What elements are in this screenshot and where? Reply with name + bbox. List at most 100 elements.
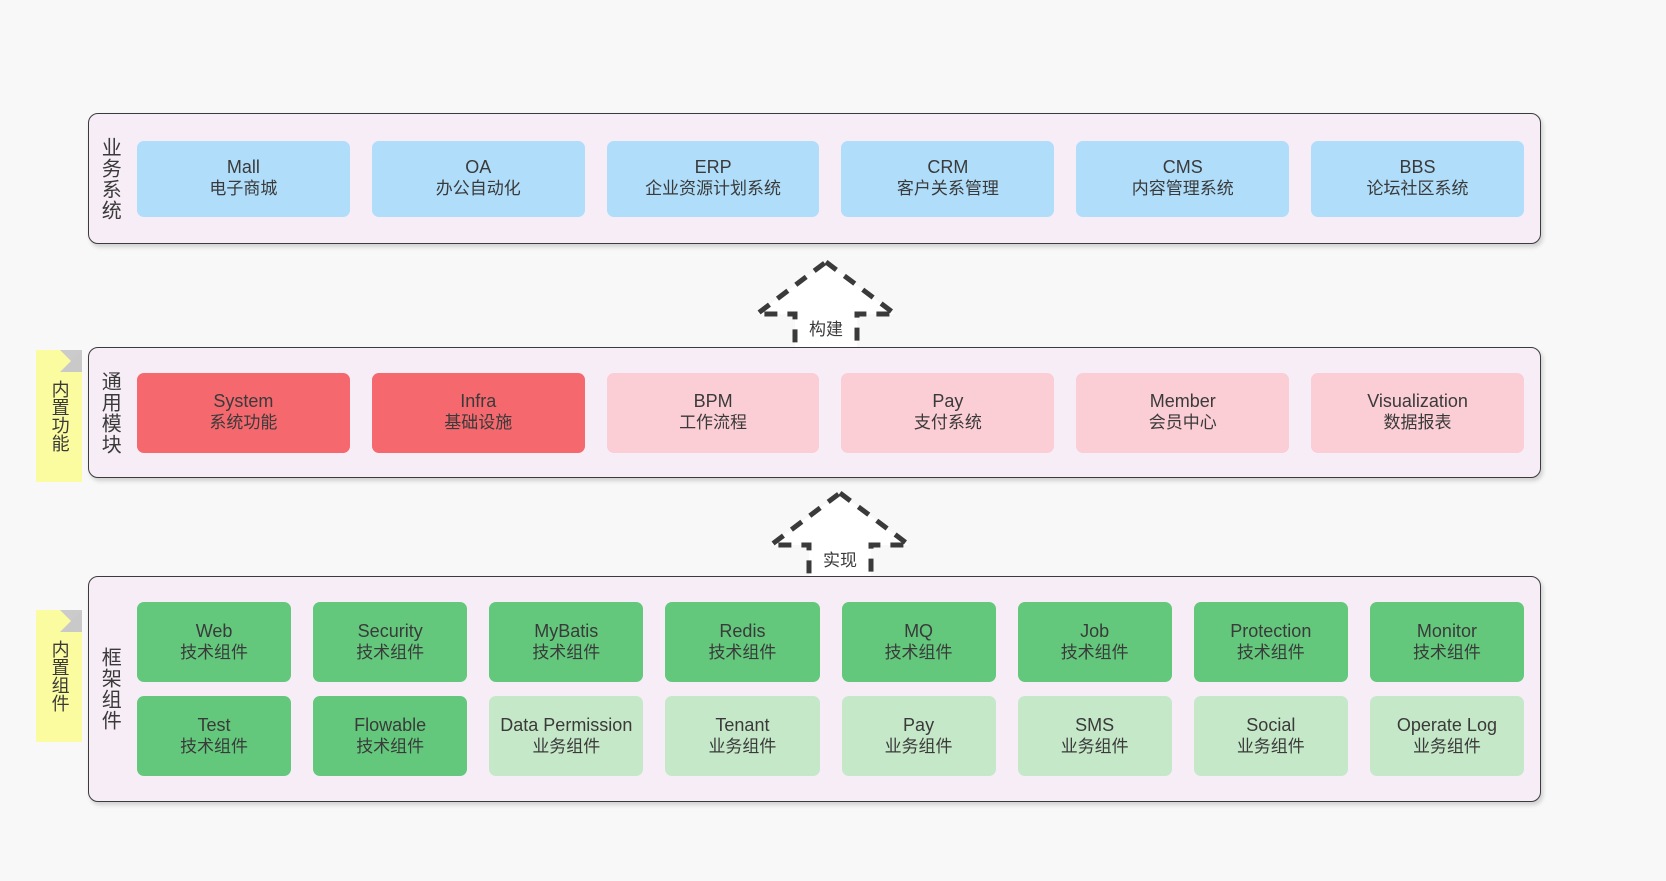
- framework-box-web-sub: 技术组件: [180, 642, 249, 662]
- business-box-oa-sub: 办公自动化: [435, 179, 521, 199]
- framework-box-protection-sub: 技术组件: [1236, 642, 1305, 662]
- arrow-implement-icon: [765, 489, 915, 584]
- framework-box-pay-name: Pay: [903, 714, 935, 735]
- framework-box-flowable-name: Flowable: [354, 714, 427, 735]
- sticky-note-builtin-functions: 内置功能: [36, 350, 82, 482]
- common-box-visualization-name: Visualization: [1367, 391, 1468, 412]
- framework-box-social-sub: 业务组件: [1236, 736, 1305, 756]
- sticky-note-builtin-components-label: 内置组件: [49, 640, 70, 712]
- framework-box-protection-name: Protection: [1230, 620, 1312, 641]
- business-box-erp[interactable]: ERP 企业资源计划系统: [606, 140, 820, 217]
- common-box-member-sub: 会员中心: [1148, 413, 1217, 433]
- framework-box-mybatis[interactable]: MyBatis 技术组件: [489, 602, 644, 682]
- business-box-bbs[interactable]: BBS 论坛社区系统: [1311, 140, 1524, 217]
- common-box-member-name: Member: [1149, 391, 1216, 412]
- layer-framework-body: Web 技术组件 Security 技术组件 MyBatis 技术组件 Redi…: [129, 577, 1540, 801]
- arrow-build: 构建: [751, 256, 901, 356]
- layer-common-modules: 通用模块 System 系统功能 Infra 基础设施 BPM 工作流程 Pay: [88, 347, 1541, 478]
- sticky-note-builtin-components: 内置组件: [36, 610, 82, 742]
- business-box-crm[interactable]: CRM 客户关系管理: [841, 140, 1055, 217]
- framework-box-flowable-sub: 技术组件: [356, 736, 425, 756]
- framework-box-sms[interactable]: SMS 业务组件: [1017, 696, 1172, 776]
- business-box-oa[interactable]: OA 办公自动化: [371, 140, 585, 217]
- framework-box-job-name: Job: [1080, 620, 1110, 641]
- framework-box-flowable[interactable]: Flowable 技术组件: [313, 696, 468, 776]
- layer-common-body: System 系统功能 Infra 基础设施 BPM 工作流程 Pay 支付系统…: [129, 348, 1540, 477]
- framework-box-tenant-name: Tenant: [715, 714, 770, 735]
- framework-box-operate-log-name: Operate Log: [1396, 714, 1497, 735]
- framework-box-web-name: Web: [195, 620, 233, 641]
- business-row: Mall 电子商城 OA 办公自动化 ERP 企业资源计划系统 CRM 客户关系…: [137, 140, 1524, 217]
- framework-box-pay-sub: 业务组件: [884, 736, 953, 756]
- framework-row-tech: Web 技术组件 Security 技术组件 MyBatis 技术组件 Redi…: [137, 602, 1524, 682]
- framework-box-monitor-name: Monitor: [1416, 620, 1477, 641]
- page-fold-icon: [60, 350, 82, 372]
- framework-box-data-permission[interactable]: Data Permission 业务组件: [489, 696, 644, 776]
- business-box-mall[interactable]: Mall 电子商城: [137, 140, 350, 217]
- common-box-infra[interactable]: Infra 基础设施: [371, 372, 585, 453]
- framework-box-protection[interactable]: Protection 技术组件: [1193, 602, 1348, 682]
- framework-box-sms-sub: 业务组件: [1060, 736, 1129, 756]
- common-box-infra-name: Infra: [460, 391, 497, 412]
- framework-box-mq-name: MQ: [904, 620, 934, 641]
- common-box-system-name: System: [213, 391, 274, 412]
- framework-box-operate-log[interactable]: Operate Log 业务组件: [1369, 696, 1524, 776]
- framework-box-job-sub: 技术组件: [1060, 642, 1129, 662]
- framework-box-job[interactable]: Job 技术组件: [1017, 602, 1172, 682]
- common-box-infra-sub: 基础设施: [444, 413, 513, 433]
- framework-box-data-permission-sub: 业务组件: [532, 736, 601, 756]
- common-box-bpm-name: BPM: [693, 391, 733, 412]
- business-box-cms-name: CMS: [1162, 157, 1203, 178]
- common-box-member[interactable]: Member 会员中心: [1076, 372, 1290, 453]
- layer-business-title: 业务系统: [98, 136, 121, 221]
- arrow-implement: 实现: [765, 487, 915, 587]
- common-box-pay-sub: 支付系统: [913, 413, 982, 433]
- layer-business-body: Mall 电子商城 OA 办公自动化 ERP 企业资源计划系统 CRM 客户关系…: [129, 114, 1540, 243]
- business-box-erp-sub: 企业资源计划系统: [645, 179, 782, 199]
- framework-box-tenant-sub: 业务组件: [708, 736, 777, 756]
- arrow-implement-label: 实现: [823, 551, 857, 570]
- framework-box-mybatis-sub: 技术组件: [532, 642, 601, 662]
- framework-box-test[interactable]: Test 技术组件: [137, 696, 292, 776]
- framework-box-security-name: Security: [357, 620, 423, 641]
- framework-box-test-name: Test: [197, 714, 231, 735]
- common-box-visualization-sub: 数据报表: [1383, 413, 1452, 433]
- business-box-oa-name: OA: [465, 157, 492, 178]
- framework-box-redis-sub: 技术组件: [708, 642, 777, 662]
- framework-box-social[interactable]: Social 业务组件: [1193, 696, 1348, 776]
- common-box-pay-name: Pay: [932, 391, 964, 412]
- business-box-crm-sub: 客户关系管理: [896, 179, 999, 199]
- arrow-build-icon: [751, 258, 901, 353]
- framework-box-test-sub: 技术组件: [180, 736, 249, 756]
- business-box-bbs-sub: 论坛社区系统: [1366, 179, 1469, 199]
- layer-business-systems: 业务系统 Mall 电子商城 OA 办公自动化 ERP 企业资源计划系统 CRM: [88, 113, 1541, 244]
- common-row: System 系统功能 Infra 基础设施 BPM 工作流程 Pay 支付系统…: [137, 372, 1524, 453]
- framework-box-pay[interactable]: Pay 业务组件: [841, 696, 996, 776]
- common-box-pay[interactable]: Pay 支付系统: [841, 372, 1055, 453]
- business-box-bbs-name: BBS: [1399, 157, 1436, 178]
- framework-box-social-name: Social: [1246, 714, 1296, 735]
- layer-framework-components: 框架组件 Web 技术组件 Security 技术组件 MyBatis 技术组件…: [88, 576, 1541, 802]
- business-box-crm-name: CRM: [927, 157, 969, 178]
- common-box-bpm[interactable]: BPM 工作流程: [606, 372, 820, 453]
- framework-box-redis[interactable]: Redis 技术组件: [665, 602, 820, 682]
- framework-box-monitor[interactable]: Monitor 技术组件: [1369, 602, 1524, 682]
- framework-box-mq-sub: 技术组件: [884, 642, 953, 662]
- common-box-system[interactable]: System 系统功能: [137, 372, 350, 453]
- business-box-mall-name: Mall: [226, 157, 260, 178]
- framework-box-sms-name: SMS: [1075, 714, 1115, 735]
- business-box-mall-sub: 电子商城: [209, 179, 278, 199]
- business-box-cms[interactable]: CMS 内容管理系统: [1076, 140, 1290, 217]
- framework-row-business: Test 技术组件 Flowable 技术组件 Data Permission …: [137, 696, 1524, 776]
- common-box-bpm-sub: 工作流程: [679, 413, 748, 433]
- framework-box-redis-name: Redis: [719, 620, 766, 641]
- common-box-visualization[interactable]: Visualization 数据报表: [1311, 372, 1524, 453]
- framework-box-tenant[interactable]: Tenant 业务组件: [665, 696, 820, 776]
- arrow-build-label: 构建: [809, 320, 843, 339]
- framework-box-mq[interactable]: MQ 技术组件: [841, 602, 996, 682]
- framework-box-monitor-sub: 技术组件: [1412, 642, 1481, 662]
- framework-box-security-sub: 技术组件: [356, 642, 425, 662]
- framework-box-security[interactable]: Security 技术组件: [313, 602, 468, 682]
- framework-box-web[interactable]: Web 技术组件: [137, 602, 292, 682]
